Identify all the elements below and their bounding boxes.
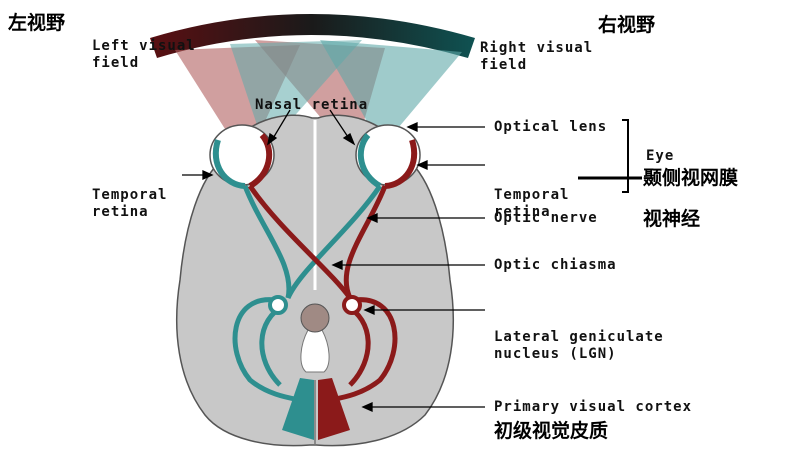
eye-bracket: [622, 119, 629, 193]
right-eye: [355, 124, 421, 189]
zh-primary-visual-cortex: 初级视觉皮质: [494, 420, 609, 442]
red-pathway: [247, 184, 398, 403]
left-eye: [209, 124, 275, 189]
label-optic-nerve: Optic nerve: [494, 210, 598, 226]
label-optic-chiasma: Optic chiasma: [494, 257, 617, 273]
label-eye: Eye: [646, 148, 675, 164]
zh-left-visual-field: 左视野: [8, 12, 66, 34]
light-cones: [175, 40, 462, 140]
lgn-right: [342, 295, 362, 315]
label-optical-lens: Optical lens: [494, 119, 608, 135]
zh-right-visual-field: 右视野: [598, 14, 656, 36]
lgn-left: [268, 295, 288, 315]
teal-pathway: [232, 184, 383, 403]
zh-temporal-retina: 颞侧视网膜: [643, 167, 739, 189]
pointer-arrows: [182, 109, 485, 413]
label-primary-visual-cortex: Primary visual cortex: [494, 399, 693, 415]
label-nasal-retina: Nasal retina: [255, 97, 369, 113]
zh-optic-nerve: 视神经: [643, 208, 701, 230]
visual-cortex-right: [318, 378, 350, 440]
visual-field-arc: [150, 14, 475, 58]
ventricle: [300, 329, 330, 373]
midbrain: [300, 303, 330, 333]
visual-cortex-left: [282, 378, 314, 440]
